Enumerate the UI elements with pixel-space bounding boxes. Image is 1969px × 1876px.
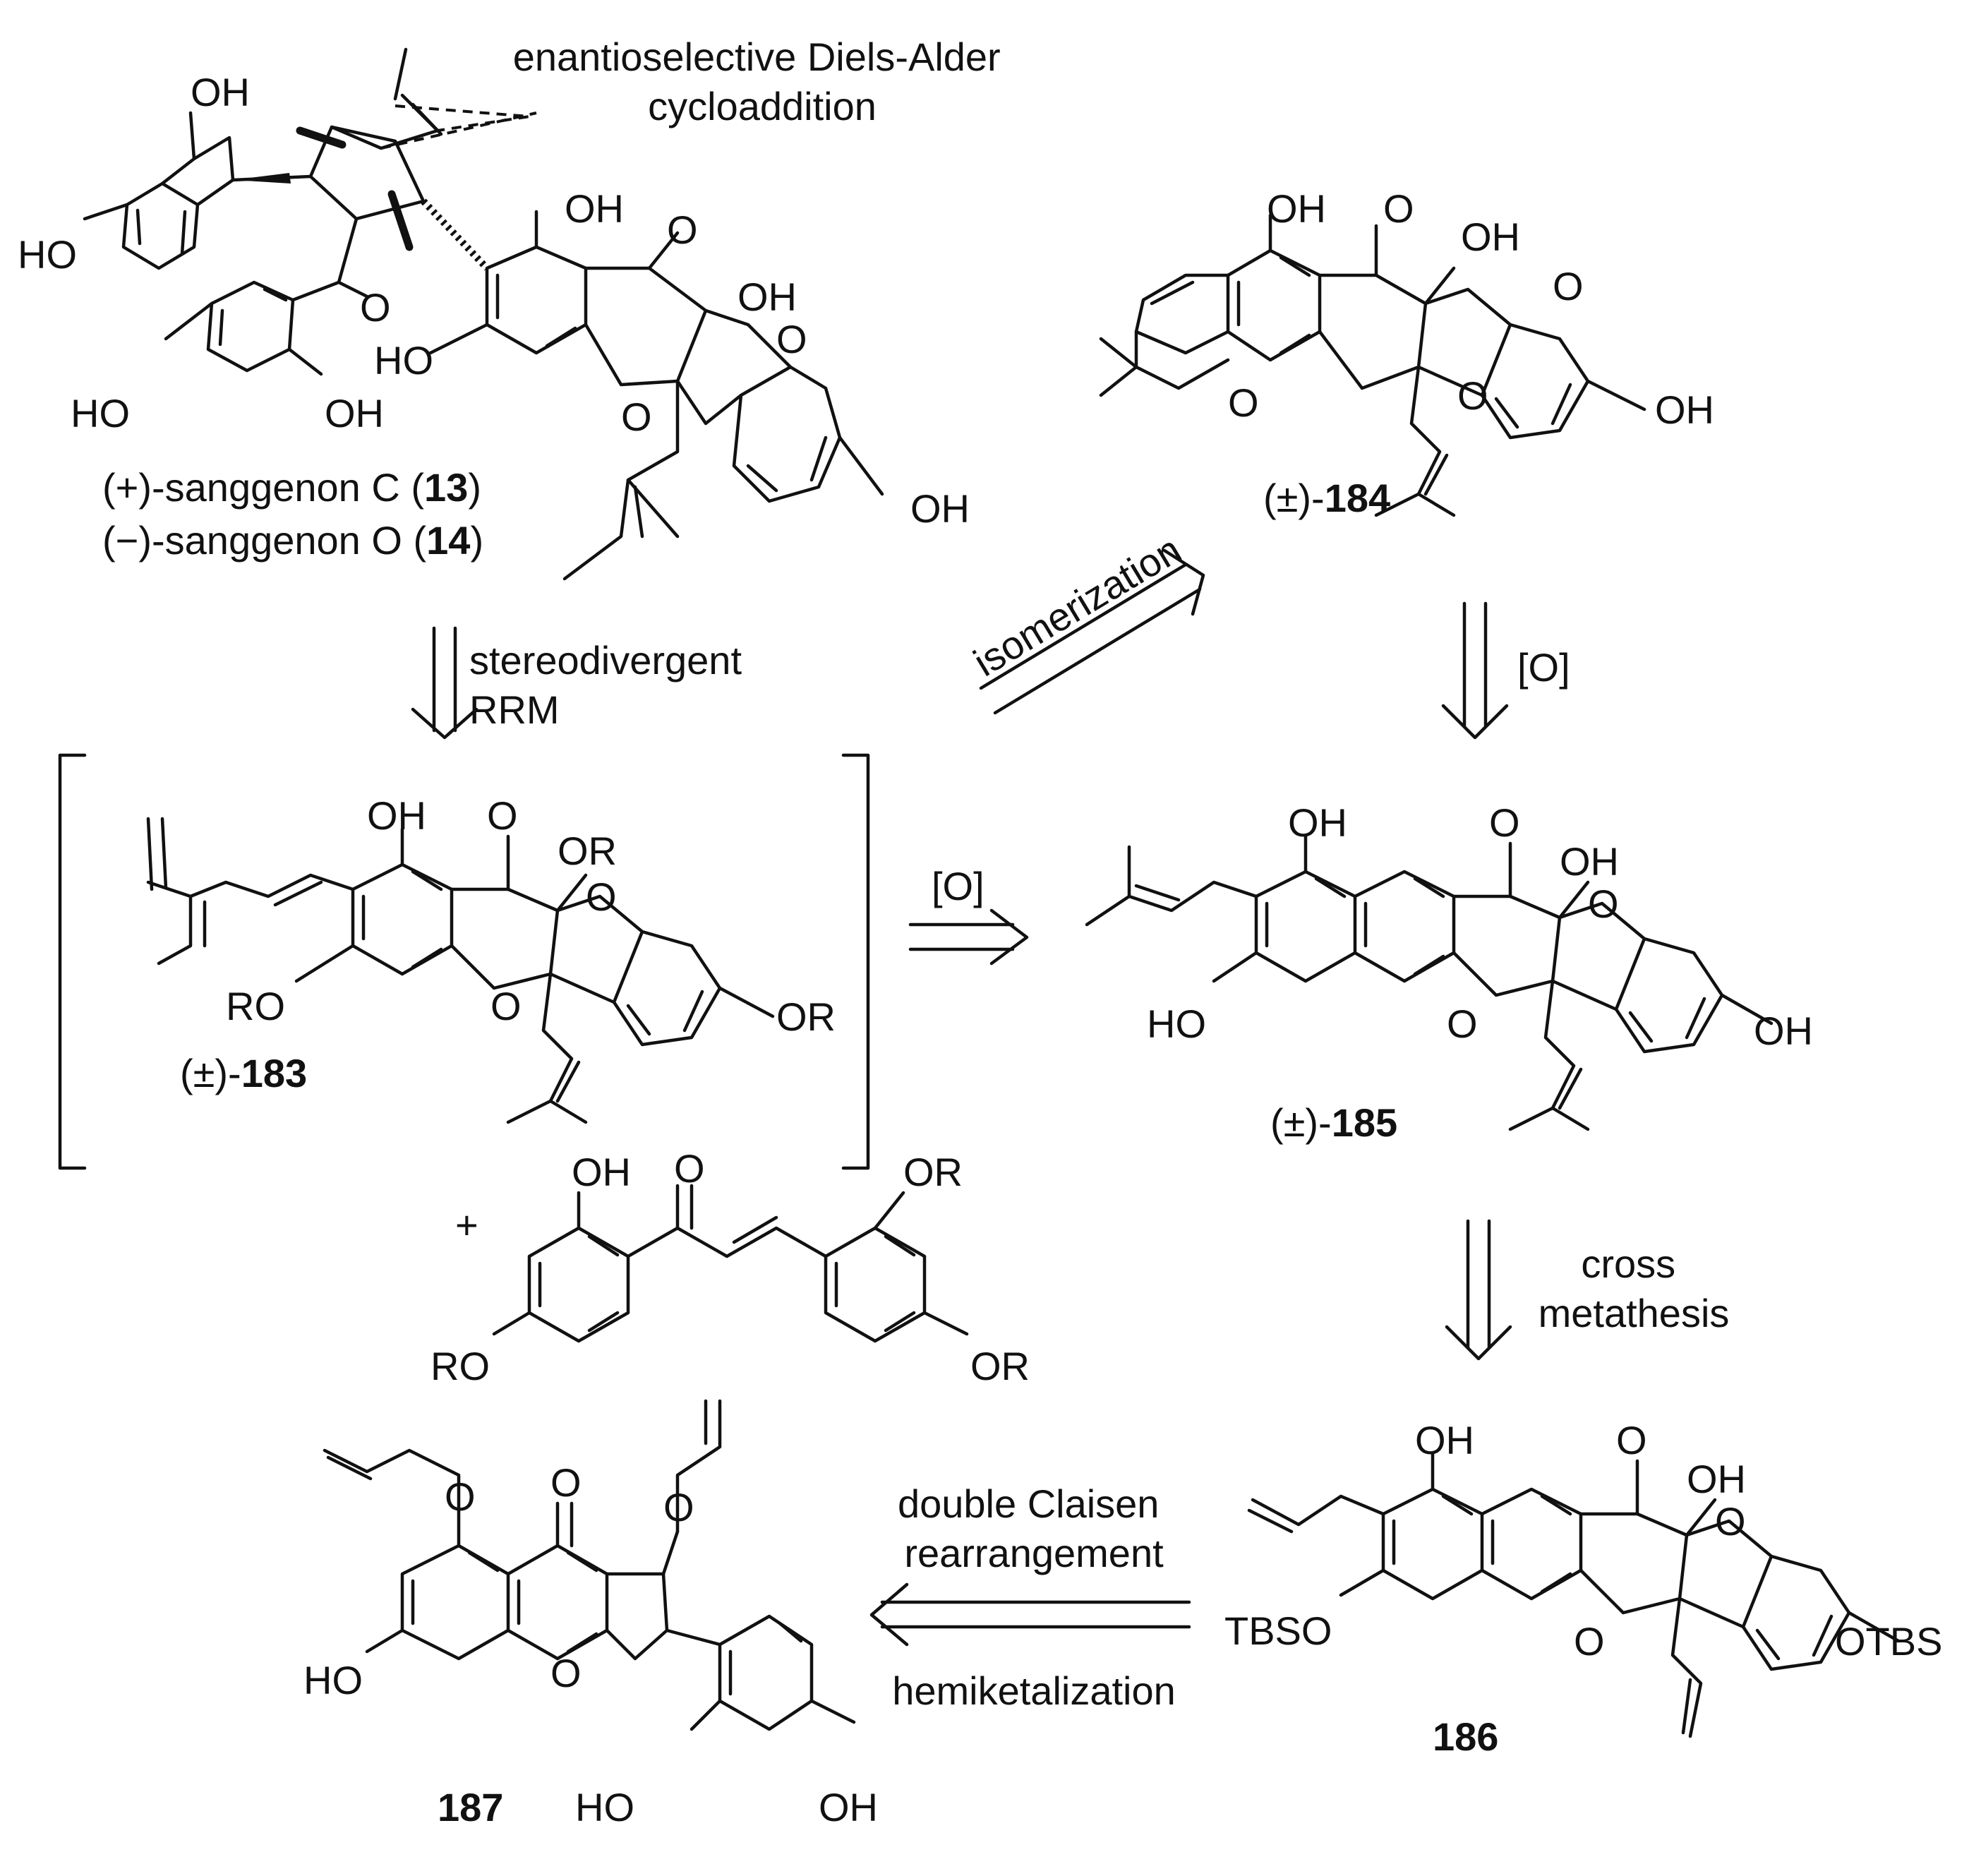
- atom-or: OR: [970, 1344, 1030, 1388]
- atom-or: OR: [776, 994, 836, 1039]
- atom-ho: HO: [374, 338, 433, 383]
- atom-o: O: [550, 1460, 582, 1505]
- structure-sanggenon-c: [83, 47, 884, 581]
- atom-oh: OH: [325, 391, 384, 435]
- caption-186: 186: [1433, 1714, 1498, 1759]
- atom-o: O: [487, 793, 518, 838]
- label-oxidation-183: [O]: [932, 864, 984, 908]
- atom-ho: HO: [1147, 1002, 1206, 1046]
- label-claisen: double Claisen rearrangement: [898, 1481, 1170, 1575]
- label-cross-metathesis: cross metathesis: [1539, 1241, 1730, 1335]
- atom-o: O: [621, 395, 652, 439]
- atom-o: O: [1588, 882, 1619, 926]
- atom-ho: HO: [18, 232, 77, 277]
- atom-o: O: [674, 1146, 705, 1191]
- atom-ro: RO: [226, 984, 285, 1028]
- atom-o: O: [1553, 264, 1584, 308]
- atom-o: O: [1457, 373, 1488, 418]
- label-hemiketalization: hemiketalization: [892, 1668, 1176, 1713]
- atom-oh: OH: [1754, 1009, 1813, 1053]
- atom-oh: OH: [572, 1150, 631, 1194]
- atom-ho: HO: [71, 391, 130, 435]
- arrow-claisen: [869, 1582, 1191, 1647]
- atom-oh: OH: [565, 186, 624, 231]
- label-rrm: stereodivergent RRM: [469, 638, 753, 732]
- atom-oh: OH: [819, 1785, 878, 1829]
- structure-183: [146, 817, 775, 1124]
- caption-185: (±)-185: [1270, 1100, 1397, 1145]
- plus-sign: +: [455, 1203, 478, 1247]
- atom-oh: OH: [1288, 800, 1347, 845]
- caption-183: (±)-183: [180, 1051, 307, 1095]
- structure-chalcone: [492, 1184, 969, 1343]
- atom-oh: OH: [1415, 1418, 1474, 1462]
- atom-oh: OH: [1267, 186, 1326, 231]
- bracket-right: [841, 753, 870, 1170]
- atom-o: O: [1383, 186, 1414, 231]
- atom-oh: OH: [1655, 387, 1714, 432]
- atom-oh: OH: [737, 275, 797, 319]
- arrow-oxidation-183: [908, 908, 1029, 966]
- atom-oh: OH: [1461, 215, 1520, 259]
- arrow-rrm: [411, 626, 478, 740]
- atom-o: O: [445, 1474, 476, 1519]
- atom-o: O: [1447, 1002, 1478, 1046]
- atom-o: O: [1574, 1619, 1605, 1664]
- atom-oh: OH: [191, 70, 250, 114]
- label-isomerization: isomerization: [966, 527, 1188, 685]
- caption-187: 187: [438, 1785, 503, 1829]
- caption-sanggenon-c: (+)-sanggenon C (13): [102, 465, 481, 510]
- atom-oh: OH: [1687, 1457, 1746, 1501]
- atom-o: O: [1489, 800, 1520, 845]
- atom-o: O: [1616, 1418, 1647, 1462]
- atom-o: O: [776, 317, 807, 361]
- arrow-isomerization: [979, 548, 1205, 715]
- atom-o: O: [490, 984, 522, 1028]
- atom-ho: HO: [303, 1658, 363, 1702]
- atom-otbs: OTBS: [1835, 1619, 1942, 1664]
- structure-187: [323, 1399, 856, 1731]
- bracket-left: [58, 753, 87, 1170]
- atom-o: O: [667, 208, 698, 252]
- atom-o: O: [586, 874, 617, 919]
- atom-o: O: [1228, 380, 1259, 425]
- caption-184: (±)-184: [1263, 476, 1390, 520]
- label-oxidation-184: [O]: [1517, 645, 1570, 690]
- atom-or: OR: [558, 829, 617, 873]
- structure-186: [1247, 1452, 1901, 1738]
- arrow-oxidation-184: [1441, 601, 1509, 740]
- atom-or: OR: [903, 1150, 963, 1194]
- atom-o: O: [663, 1485, 694, 1529]
- atom-o: O: [1715, 1499, 1746, 1544]
- atom-oh: OH: [910, 486, 970, 531]
- arrow-cross-metathesis: [1445, 1219, 1512, 1361]
- atom-tbso: TBSO: [1224, 1609, 1332, 1653]
- atom-ro: RO: [430, 1344, 490, 1388]
- caption-sanggenon-o: (−)-sanggenon O (14): [102, 518, 483, 563]
- atom-oh: OH: [1560, 839, 1619, 884]
- atom-o: O: [550, 1651, 582, 1695]
- atom-o: O: [360, 285, 391, 330]
- structure-185: [1085, 834, 1774, 1131]
- structure-184: [1099, 213, 1646, 517]
- atom-ho: HO: [575, 1785, 634, 1829]
- atom-oh: OH: [367, 793, 426, 838]
- note-diels-alder: enantioselective Diels-Alder cycloadditi…: [513, 35, 1012, 128]
